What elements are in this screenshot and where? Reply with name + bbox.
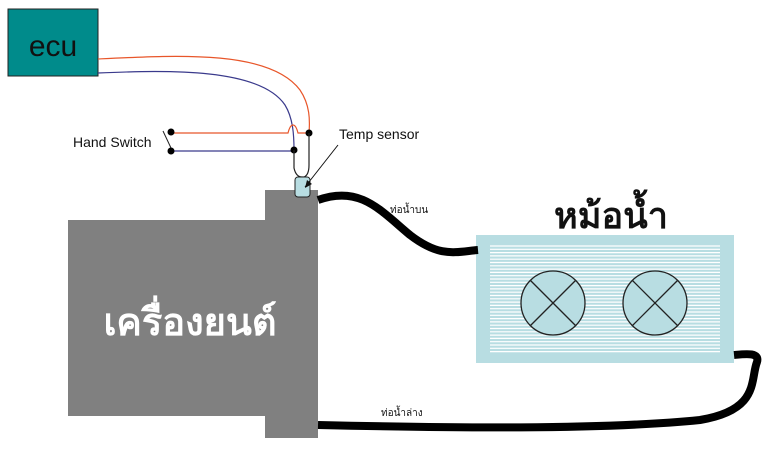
radiator-fan-right [622, 270, 688, 336]
lower-hose [317, 350, 762, 432]
ecu-wire-blue [97, 70, 295, 151]
ecu-box [7, 8, 99, 77]
radiator-fan-left [520, 270, 586, 336]
switch-terminal-bottom [167, 147, 175, 155]
temp-sensor-label: Temp sensor [339, 126, 419, 142]
switch-wire-orange [171, 124, 309, 134]
radiator-label: หม้อน้ำ [554, 189, 668, 237]
temp-sensor [294, 176, 311, 198]
radiator [476, 235, 734, 363]
lower-hose-label: ท่อน้ำล่าง [381, 405, 423, 419]
ecu-wire-orange [97, 55, 311, 134]
temp-sensor-pointer [304, 144, 339, 188]
hand-switch-lever [162, 130, 172, 149]
ecu-label: ecu [29, 30, 77, 63]
sensor-wire-loop [293, 133, 310, 178]
switch-terminal-top [167, 128, 175, 136]
engine-label: เครื่องยนต์ [103, 295, 276, 344]
upper-hose [316, 191, 479, 257]
hand-switch-label: Hand Switch [73, 134, 152, 150]
upper-hose-label: ท่อน้ำบน [390, 202, 428, 216]
temp-sensor-arrowhead [305, 180, 312, 188]
engine-block [68, 190, 318, 438]
